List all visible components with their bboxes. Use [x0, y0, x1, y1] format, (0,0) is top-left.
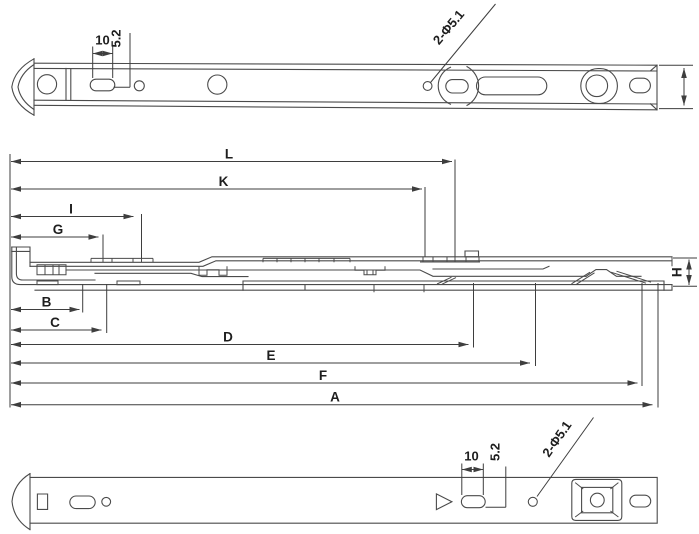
slot-10-label: 10 [464, 449, 478, 464]
bottom-shoe [242, 280, 665, 291]
slot-left [69, 495, 96, 510]
adjustment-slot [89, 78, 116, 92]
slot-52-pointer [113, 33, 131, 88]
ext-lines [82, 159, 659, 408]
end-bracket-outer [11, 246, 673, 286]
end-slot [629, 77, 651, 94]
mounting-hole-2 [207, 74, 228, 95]
side-view: L K I G B C D E F A H [9, 147, 697, 408]
rect-hole [36, 493, 49, 510]
slot-10-ext-lines [92, 46, 114, 78]
left-end-cap [11, 472, 31, 531]
bottom-view: 10 5.2 2-Φ5.1 [11, 417, 658, 531]
rivet-hole [101, 496, 112, 507]
pivot-plate [580, 68, 618, 104]
left-end-cap [11, 58, 35, 116]
hole-callout-label: 2-Φ5.1 [430, 7, 467, 48]
top-view: 10 5.2 2-Φ5.1 [11, 3, 693, 116]
rivet-hole [133, 80, 145, 92]
dim-label-E: E [266, 348, 275, 363]
bar-top-outer [33, 62, 658, 66]
shoe-foot-2 [116, 280, 141, 286]
slot-right [629, 494, 652, 508]
hole-leader-line [536, 417, 594, 497]
dim-label-F: F [319, 368, 327, 383]
long-slot [475, 76, 548, 96]
bar-outline [29, 476, 658, 524]
slot-10-ext-lines [461, 463, 484, 495]
plate-corner-chamfers [574, 482, 619, 518]
hole-callout-label: 2-Φ5.1 [539, 418, 574, 460]
separator-lines [65, 67, 72, 101]
bar-bottom-outer [33, 104, 658, 111]
interlock-hook [198, 266, 228, 276]
plate-hole [589, 492, 605, 508]
height-ext-lines [673, 257, 697, 287]
slot-10-label: 10 [95, 33, 109, 48]
link-plate-arc-left [437, 66, 452, 105]
bar-top-inner [33, 67, 658, 72]
dim-label-A: A [330, 390, 340, 405]
dim-label-C: C [50, 315, 60, 330]
triangle-mark [435, 493, 454, 511]
bar-right-edge [649, 64, 658, 111]
callout-hole [422, 81, 433, 91]
rivet-ticks [373, 256, 673, 293]
dim-label-L: L [225, 147, 233, 162]
dim-label-B: B [42, 295, 52, 310]
hole-leader-line [430, 3, 496, 83]
dim-label-H: H [670, 267, 685, 277]
dim-label-D: D [223, 330, 233, 345]
top-rail-lower [29, 260, 673, 267]
mid-rail-1 [65, 269, 587, 277]
dimensioned-slot [460, 495, 486, 509]
clamp-block [36, 264, 67, 276]
top-rail-upper [29, 256, 673, 263]
tab-strip-right [420, 256, 480, 263]
mid-rail-2 [94, 272, 249, 278]
end-bracket [11, 246, 31, 267]
brace-left [571, 271, 595, 285]
t-connector [354, 266, 386, 276]
shoe-foot-1 [36, 280, 59, 286]
slot-52-pointer [485, 466, 507, 508]
callout-hole [527, 496, 538, 507]
square-plate-outer [571, 478, 623, 521]
slot-52-label: 5.2 [109, 29, 124, 47]
bar-bottom-inner [33, 99, 658, 105]
profile [11, 246, 673, 293]
dim-label-G: G [53, 222, 64, 237]
tab-strip-mid [262, 257, 351, 263]
dim-label-K: K [219, 174, 229, 189]
link-plate-arc-right [466, 65, 480, 107]
left-end-cap-inner [17, 63, 35, 111]
raised-tab [464, 250, 480, 258]
mounting-hole [36, 74, 58, 95]
end-bracket-inner [15, 246, 96, 281]
width-ext-lines [659, 64, 693, 110]
square-plate-inner [581, 486, 614, 514]
bottom-rail [34, 284, 673, 291]
link-slot [445, 79, 469, 94]
tab-strip-left [90, 257, 154, 263]
dim-label-I: I [69, 202, 73, 217]
pivot-hole [585, 74, 609, 98]
slot-52-label: 5.2 [488, 443, 503, 461]
mid-rail-3 [432, 265, 550, 270]
